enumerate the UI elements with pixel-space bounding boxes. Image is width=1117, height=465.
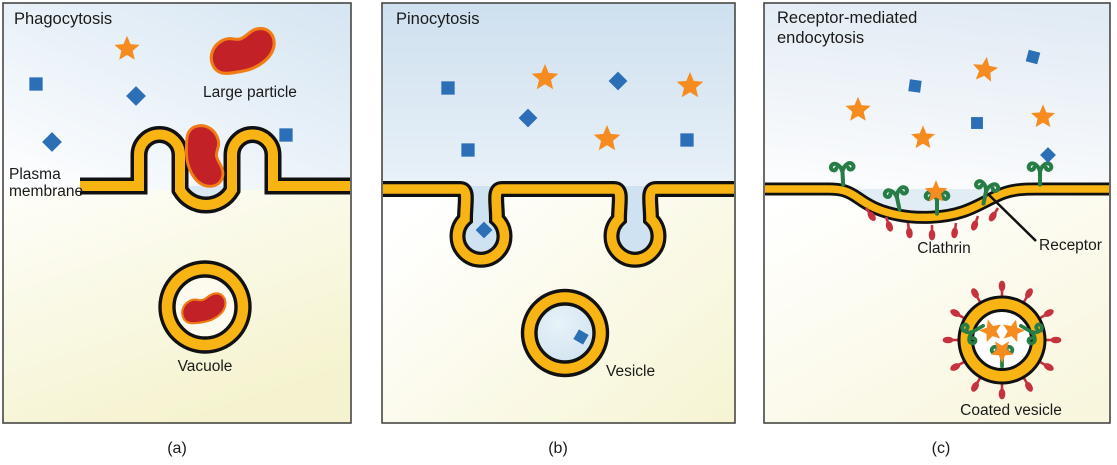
coated-vesicle-label: Coated vesicle xyxy=(960,402,1062,419)
receptor-label: Receptor xyxy=(1039,237,1102,254)
solute-square-icon xyxy=(908,79,922,93)
solute-square-icon xyxy=(971,117,983,129)
solute-square-icon xyxy=(279,128,293,142)
panel-b-border xyxy=(381,2,736,424)
plasma-membrane-b xyxy=(383,181,734,268)
clathrin-label: Clathrin xyxy=(917,240,971,257)
coated-vesicle-graphic xyxy=(941,279,1063,401)
panel-c-title: Receptor-mediated endocytosis xyxy=(777,9,918,47)
plasma-membrane-a xyxy=(80,126,350,214)
panel-c-cytoplasm-bg xyxy=(764,189,1110,423)
solute-square-icon xyxy=(461,143,475,157)
pit-fluid xyxy=(826,189,1030,215)
plasma-membrane-label: Plasma membrane xyxy=(9,166,84,200)
receptor-pointer-line xyxy=(987,193,1037,242)
solute-square-icon xyxy=(29,77,43,91)
panel-b-extracellular-bg xyxy=(382,3,735,189)
panel-a-graphics xyxy=(2,2,352,424)
panel-c-graphics xyxy=(763,2,1111,424)
vacuole-graphic xyxy=(158,260,252,354)
plasma-membrane-c xyxy=(765,182,1109,224)
panel-a-title: Phagocytosis xyxy=(14,10,113,28)
large-particle-label: Large particle xyxy=(203,84,297,101)
vesicle-graphic xyxy=(520,288,610,378)
panel-a-border xyxy=(2,2,352,424)
panel-b-caption: (b) xyxy=(548,440,568,457)
solute-square-icon xyxy=(680,133,694,147)
vacuole-label: Vacuole xyxy=(177,358,233,375)
panel-b-title: Pinocytosis xyxy=(396,10,480,28)
vesicle-label: Vesicle xyxy=(606,363,656,380)
panel-b-graphics xyxy=(381,2,736,424)
solute-square-icon xyxy=(441,81,455,95)
panel-c-caption: (c) xyxy=(931,440,951,457)
panel-a-caption: (a) xyxy=(167,440,187,457)
panel-c-border xyxy=(763,2,1111,424)
